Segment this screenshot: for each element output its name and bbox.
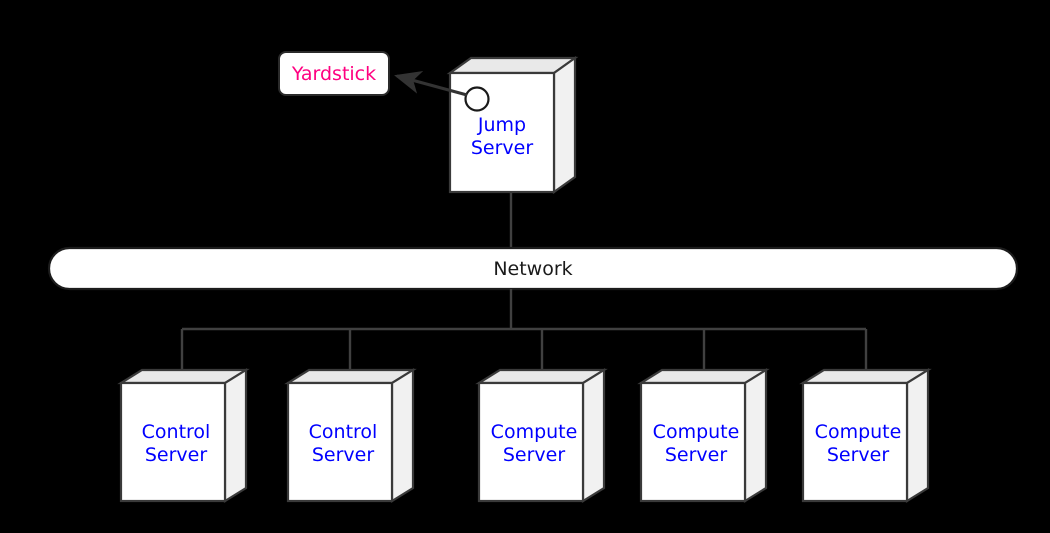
server-label-line1: Compute [491,421,578,443]
server-node[interactable]: Compute Server [475,368,608,503]
yardstick-box-shape [278,51,390,96]
server-node[interactable]: Compute Server [637,368,770,503]
server-node[interactable]: Compute Server [799,368,932,503]
yardstick-arrow [394,70,468,97]
jump-server-side-face [552,55,577,195]
connector-network-bus [180,289,868,372]
yardstick-node[interactable]: Yardstick [278,51,390,96]
network-bar-shape [47,246,1019,291]
server-front-face [119,381,227,503]
network-bar[interactable]: Network [47,246,1019,291]
server-front-face [286,381,394,503]
server-side-face [905,368,930,503]
server-label-line1: Compute [653,421,740,443]
network-label: Network [493,258,572,280]
server-side-face [743,368,768,503]
server-label-line2: Server [503,444,565,466]
jump-server-label-line2: Server [471,137,533,159]
server-label-line1: Control [142,421,211,443]
server-label-line2: Server [145,444,207,466]
server-front-face [477,381,585,503]
jump-server-node[interactable]: Jump Server [446,55,579,195]
server-node[interactable]: Control Server [284,368,417,503]
server-side-face [390,368,415,503]
server-front-face [801,381,909,503]
server-side-face [223,368,248,503]
server-label-line2: Server [312,444,374,466]
server-label-line1: Compute [815,421,902,443]
lollipop-interface-icon [464,86,490,112]
server-front-face [639,381,747,503]
server-label-line2: Server [665,444,727,466]
connector-jump-to-yardstick [394,70,468,97]
yardstick-label: Yardstick [291,63,376,85]
server-label-line1: Control [309,421,378,443]
server-node[interactable]: Control Server [117,368,250,503]
server-side-face [581,368,606,503]
server-label-line2: Server [827,444,889,466]
jump-server-label-line1: Jump [477,114,526,136]
